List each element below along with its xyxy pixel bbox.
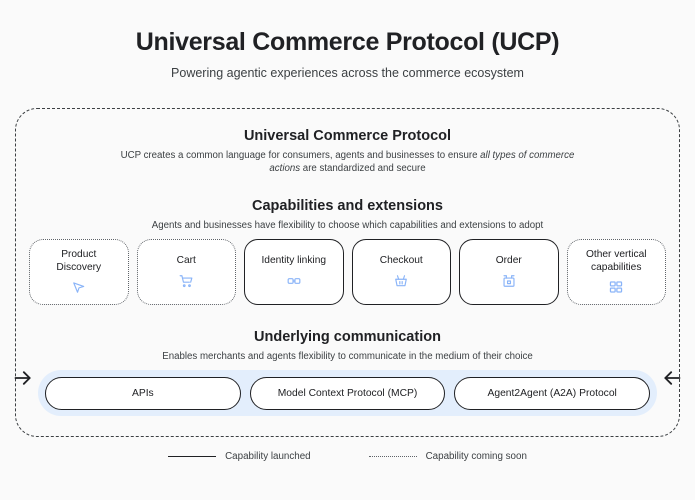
communication-pill-mcp[interactable]: Model Context Protocol (MCP) [249,376,446,410]
shopping-cart-icon [179,274,193,288]
communication-description: Enables merchants and agents flexibility… [162,351,533,363]
legend-label-launched: Capability launched [225,451,311,462]
shopping-basket-icon [394,274,408,288]
capability-card-label: Order [495,255,522,267]
cursor-arrow-icon [72,280,86,294]
communication-pill-apis[interactable]: APIs [45,376,241,410]
inbound-arrow-left-icon [12,367,34,389]
legend-item-launched: Capability launched [168,451,311,462]
package-box-icon [502,274,516,288]
communication-pill-a2a[interactable]: Agent2Agent (A2A) Protocol [454,376,651,410]
page-subtitle: Powering agentic experiences across the … [171,65,524,80]
capability-card-order[interactable]: Order [459,239,559,305]
dotted-line-icon [368,456,417,457]
communication-intro: Underlying communication Enables merchan… [16,328,679,363]
capability-card-checkout[interactable]: Checkout [351,239,451,305]
capability-card-label: Checkout [379,255,423,267]
link-icon [287,274,301,288]
capability-card-label: Other vertical capabilities [585,249,647,273]
protocol-intro: Universal Commerce Protocol UCP creates … [16,127,679,175]
page-header: Universal Commerce Protocol (UCP) Poweri… [0,0,695,81]
legend-label-coming-soon: Capability coming soon [425,451,527,462]
protocol-description-before: UCP creates a common language for consum… [120,150,481,162]
capability-card-label: Cart [176,255,196,267]
capabilities-title: Capabilities and extensions [252,198,443,214]
legend-item-coming-soon: Capability coming soon [368,451,527,462]
protocol-title: Universal Commerce Protocol [243,128,452,144]
protocol-description-after: are standardized and secure [300,163,426,175]
capabilities-intro: Capabilities and extensions Agents and b… [16,197,679,232]
capability-card-product-discovery[interactable]: Product Discovery [29,239,129,305]
protocol-container: Universal Commerce Protocol UCP creates … [12,108,683,437]
capability-card-label: Product Discovery [56,249,102,273]
capability-card-cart[interactable]: Cart [136,239,236,305]
capability-card-other-vertical[interactable]: Other vertical capabilities [566,239,666,305]
inbound-arrow-right-icon [661,367,683,389]
capability-card-label: Identity linking [261,255,327,267]
capabilities-description: Agents and businesses have flexibility t… [151,220,544,232]
capability-cards-row: Product Discovery Cart Identity linking [29,239,666,305]
protocol-description: UCP creates a common language for consum… [113,149,583,175]
solid-line-icon [168,456,217,457]
communication-band: APIs Model Context Protocol (MCP) Agent2… [38,370,657,416]
grid-blocks-icon [609,280,623,294]
legend: Capability launched Capability coming so… [0,451,695,462]
communication-title: Underlying communication [254,329,441,345]
page-title: Universal Commerce Protocol (UCP) [135,28,560,56]
capability-card-identity-linking[interactable]: Identity linking [244,239,344,305]
protocol-description-emphasis: all types of commerce actions [269,150,575,175]
